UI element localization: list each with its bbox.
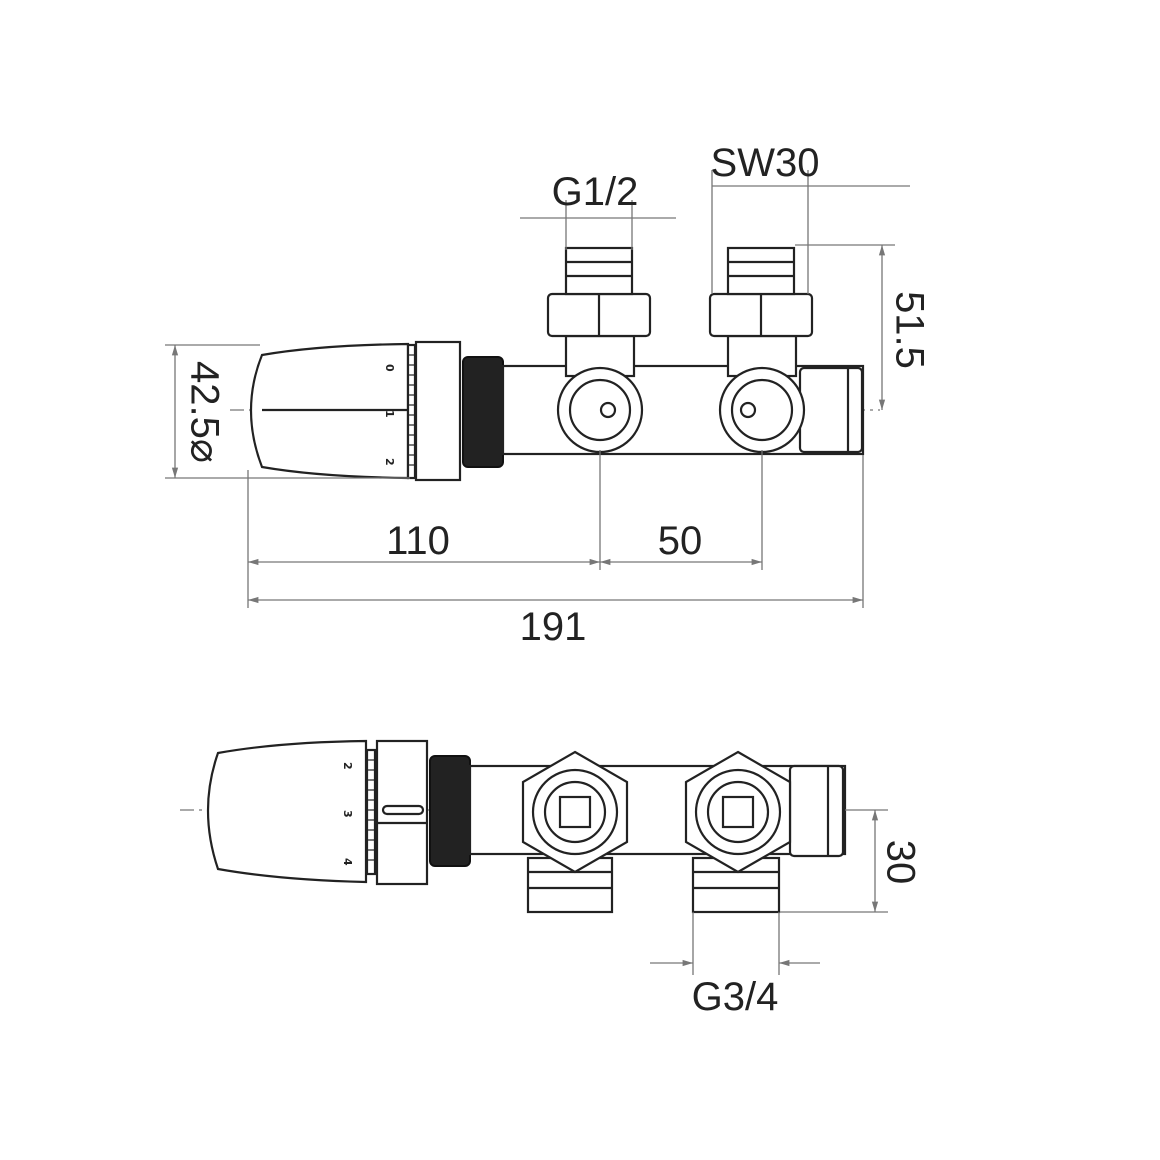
dial-mark: 1: [383, 410, 396, 418]
end-cap: [788, 764, 845, 858]
dial-mark: 3: [341, 810, 354, 818]
dim-g3-4: G3/4: [692, 975, 779, 1019]
dim-110: 110: [386, 519, 450, 563]
port-right: [708, 246, 814, 454]
dial-mark: 2: [341, 762, 354, 770]
dial-scale: [365, 748, 377, 876]
port-left: [546, 246, 652, 454]
knurled-nut: [462, 356, 504, 468]
dim-51-5: 51.5: [887, 291, 931, 369]
port-right: [684, 750, 792, 914]
dim-50: 50: [658, 519, 703, 563]
port-left: [521, 750, 629, 914]
dim-191: 191: [520, 605, 587, 649]
dial-cap: [414, 340, 462, 482]
thermostat-knob: [206, 739, 368, 884]
knurled-nut: [429, 755, 471, 867]
end-cap: [798, 366, 864, 454]
dim-g1-2: G1/2: [552, 170, 639, 214]
side-view: 0 1 2 G1/2 SW30: [165, 141, 931, 649]
dim-42-5-diameter: 42.5⌀: [182, 361, 226, 463]
dim-sw30: SW30: [711, 141, 820, 185]
dial-mark: 0: [383, 364, 396, 372]
dial-mark: 2: [383, 458, 396, 466]
dial-mark: 4: [341, 858, 354, 866]
dim-30: 30: [878, 840, 922, 885]
top-view: 2 3 4 30 G3/4: [180, 739, 922, 1019]
